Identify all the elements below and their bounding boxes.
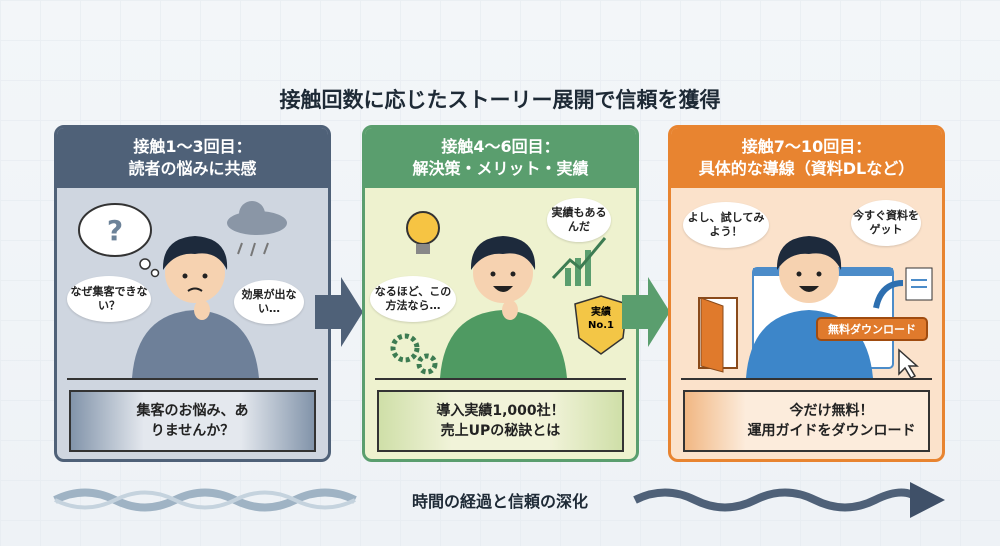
timeline-label: 時間の経過と信頼の深化 xyxy=(411,492,588,511)
stage-header-2: 接触4〜6回目： 解決策・メリット・実績 xyxy=(365,128,636,188)
arrow-right-icon xyxy=(622,277,670,347)
stage-header-line2: 解決策・メリット・実績 xyxy=(412,159,589,178)
free-download-button[interactable]: 無料ダウンロード xyxy=(816,317,928,341)
stage-panel-3: 接触7〜10回目： 具体的な導線（資料DLなど） 無料ダウンロード よし、試して… xyxy=(668,125,945,462)
award-badge-icon xyxy=(574,295,628,355)
badge-label: 実績 No.1 xyxy=(588,307,614,331)
stage-header-line1: 接触1〜3回目： xyxy=(133,137,252,156)
banner-text-line1: 導入実績1,000社！ xyxy=(436,403,565,419)
speech-bubble-left: なるほど、この方法なら… xyxy=(370,276,456,322)
timeline-wave-arrow xyxy=(53,482,945,518)
cursor-icon xyxy=(898,348,919,379)
banner-text-line2: 売上UPの秘訣とは xyxy=(440,423,561,439)
speech-bubble-right: 実績もあるんだ xyxy=(547,198,611,242)
action-person-illustration xyxy=(698,236,933,379)
divider xyxy=(375,378,626,380)
speech-bubble-right: 効果が出ない… xyxy=(234,280,304,324)
ad-banner: 導入実績1,000社！ 売上UPの秘訣とは xyxy=(377,390,624,452)
banner-text: 集客のお悩み、ありませんか？ xyxy=(136,403,249,439)
speech-bubble-left: よし、試してみよう！ xyxy=(683,202,769,248)
banner-text-line2: 運用ガイドをダウンロード xyxy=(747,423,916,439)
document-icon xyxy=(905,267,933,301)
rain-cloud-icon xyxy=(227,201,287,257)
stage-panel-2: 接触4〜6回目： 解決策・メリット・実績 実績 No.1 なるほど、この方法なら… xyxy=(362,125,639,462)
ad-banner: 今だけ無料！ 運用ガイドをダウンロード xyxy=(683,390,930,452)
gear-icon xyxy=(390,333,438,375)
curved-arrow-icon xyxy=(873,280,904,309)
lightbulb-icon xyxy=(406,211,440,254)
stage-header-3: 接触7〜10回目： 具体的な導線（資料DLなど） xyxy=(671,128,942,188)
stage-panel-1: 接触1〜3回目： 読者の悩みに共感 ? なぜ集客できない？ 効果が出ない… 集客… xyxy=(54,125,331,462)
stage-header-line1: 接触4〜6回目： xyxy=(441,137,560,156)
ad-banner: 集客のお悩み、ありませんか？ xyxy=(69,390,316,452)
arrow-right-icon xyxy=(315,277,363,347)
speech-bubble-left: なぜ集客できない？ xyxy=(67,276,151,322)
stage-header-line2: 読者の悩みに共感 xyxy=(128,159,257,178)
speech-bubble-right: 今すぐ資料をゲット xyxy=(851,200,921,246)
door-icon xyxy=(698,297,738,373)
page-title: 接触回数に応じたストーリー展開で信頼を獲得 xyxy=(279,88,721,112)
stage-header-line1: 接触7〜10回目： xyxy=(741,137,872,156)
growth-chart-icon xyxy=(551,237,607,286)
arrow-head-icon xyxy=(910,482,945,518)
divider xyxy=(67,378,318,380)
stage-header-1: 接触1〜3回目： 読者の悩みに共感 xyxy=(57,128,328,188)
worried-person-illustration: ? xyxy=(78,201,287,378)
convinced-person-illustration xyxy=(390,211,628,378)
stage-header-line2: 具体的な導線（資料DLなど） xyxy=(698,159,915,178)
banner-text-line1: 今だけ無料！ xyxy=(789,403,874,419)
divider xyxy=(681,378,932,380)
question-mark-icon: ? xyxy=(107,214,123,247)
